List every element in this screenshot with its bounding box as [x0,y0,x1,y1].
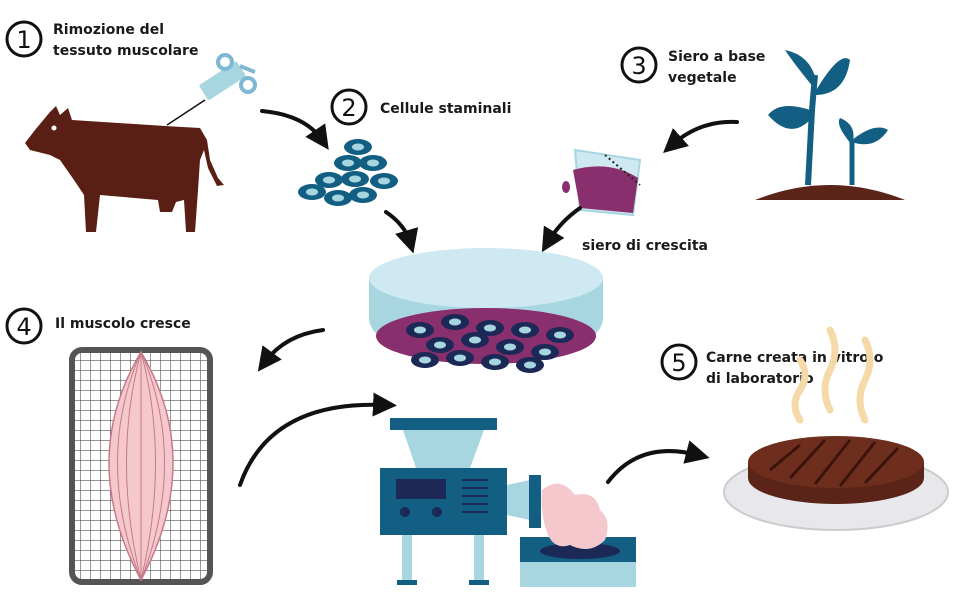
step-label: Il muscolo cresce [55,316,191,332]
step-4: 4 Il muscolo cresce [5,307,191,345]
step-number: 5 [671,349,686,377]
muscle-on-scaffold-icon [69,347,213,585]
arrow-icon [260,109,329,150]
arrow-icon [606,440,710,484]
cell-nucleus [489,358,501,366]
cell-nucleus [342,159,354,167]
arrow-icon [541,206,582,253]
syringe-icon [166,53,257,126]
step-3: 3 Siero a base vegetale [620,46,765,86]
beaker-icon [562,148,642,217]
arrow-icon [257,328,325,372]
meat-grinder-icon [380,418,636,587]
cell-nucleus [352,143,364,151]
step-label: Rimozione del [53,22,164,38]
step-number: 1 [16,26,31,54]
cow-icon [25,106,224,232]
plant-icon [755,50,905,200]
step-number: 3 [631,52,646,80]
step-number-badge [660,343,698,381]
step-label: Cellule staminali [380,101,511,117]
cell-nucleus [519,326,531,334]
cell-nucleus [306,188,318,196]
step-label: Siero a base [668,49,765,65]
petri-dish-icon [369,248,603,373]
step-number-badge [5,307,43,345]
step-label: tessuto muscolare [53,43,198,59]
cell-nucleus [484,324,496,332]
cell-nucleus [554,331,566,339]
cell-nucleus [469,336,481,344]
cell-nucleus [454,354,466,362]
step-label: Carne creata in vitro o [706,350,884,366]
cell-nucleus [349,175,361,183]
cell-nucleus [378,177,390,185]
cell-nucleus [323,176,335,184]
step-1: 1 Rimozione del tessuto muscolare [5,20,198,59]
stem-cells-icon [298,139,398,206]
cell-nucleus [449,318,461,326]
step-number-badge [330,88,368,126]
step-number-badge [5,20,43,58]
step-number-badge [620,46,658,84]
cell-nucleus [414,326,426,334]
cell-nucleus [419,356,431,364]
arrow-icon [238,392,397,487]
step-5: 5 Carne creata in vitro o di laboratorio [660,343,884,387]
arrow-icon [384,210,419,254]
step-number: 2 [341,94,356,122]
cell-nucleus [504,343,516,351]
growth-serum-label: siero di crescita [582,238,708,254]
cell-nucleus [524,361,536,369]
cell-nucleus [367,159,379,167]
step-label: vegetale [668,70,737,86]
steam-icon [791,326,874,424]
cell-nucleus [434,341,446,349]
step-label: di laboratorio [706,371,814,387]
cell-nucleus [539,348,551,356]
arrow-icon [663,119,739,153]
step-number: 4 [16,313,31,341]
step-2: 2 Cellule staminali [330,88,511,126]
steak-icon [723,436,949,531]
cell-nucleus [332,194,344,202]
cell-nucleus [357,191,369,199]
